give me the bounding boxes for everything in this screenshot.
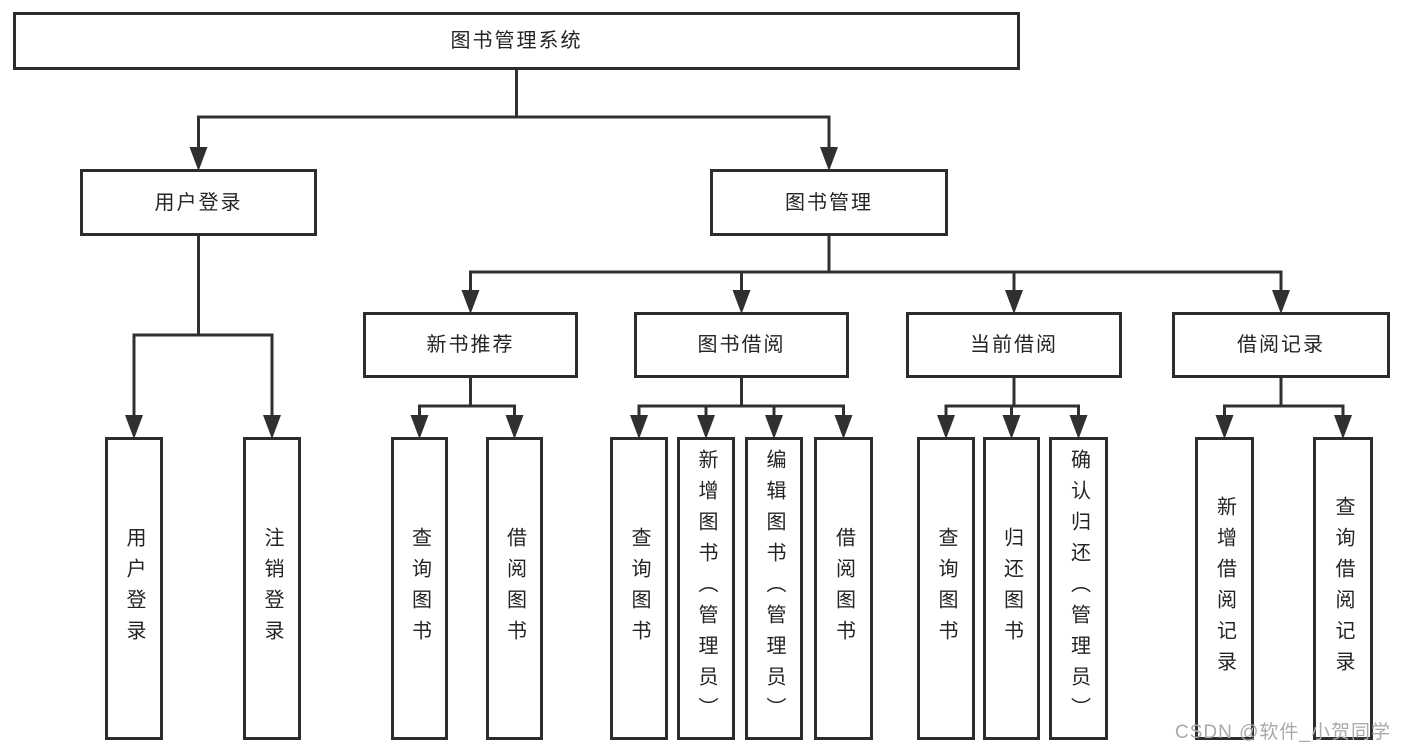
diagram-box-b-query: 查询图书 xyxy=(610,437,668,740)
diagram-box-label: 注销登录 xyxy=(261,526,283,651)
diagram-box-record: 借阅记录 xyxy=(1172,312,1390,378)
diagram-box-label: 查询借阅记录 xyxy=(1332,495,1354,682)
connector-line xyxy=(418,376,516,431)
diagram-box-rec-borrow: 借阅图书 xyxy=(486,437,543,740)
diagram-box-login: 用户登录 xyxy=(80,169,317,236)
diagram-box-r-add: 新增借阅记录 xyxy=(1195,437,1254,740)
diagram-box-label: 新书推荐 xyxy=(426,334,515,356)
diagram-box-c-return: 归还图书 xyxy=(983,437,1040,740)
arrowhead-icon xyxy=(834,415,853,439)
arrowhead-icon xyxy=(1005,290,1023,314)
arrowhead-icon xyxy=(732,290,751,314)
diagram-box-label: 查询图书 xyxy=(408,526,431,651)
diagram-box-b-add: 新增图书（管理员） xyxy=(677,437,735,740)
diagram-box-mgmt: 图书管理 xyxy=(710,169,948,236)
diagram-box-label: 确认归还（管理员） xyxy=(1067,449,1090,728)
arrowhead-icon xyxy=(1215,415,1234,439)
arrowhead-icon xyxy=(1272,290,1290,314)
arrowhead-icon xyxy=(1334,415,1352,439)
diagram-box-c-confirm: 确认归还（管理员） xyxy=(1049,437,1108,740)
arrowhead-icon xyxy=(505,415,524,439)
arrowhead-icon xyxy=(461,290,480,314)
diagram-box-label: 归还图书 xyxy=(1000,526,1023,651)
arrowhead-icon xyxy=(820,147,838,171)
diagram-box-rec: 新书推荐 xyxy=(363,312,578,378)
diagram-box-rec-query: 查询图书 xyxy=(391,437,448,740)
diagram-box-label: 图书管理 xyxy=(785,191,873,214)
arrowhead-icon xyxy=(125,415,143,439)
connector-line xyxy=(637,376,845,431)
watermark: CSDN @软件_小贺同学 xyxy=(1175,722,1391,743)
connector-line xyxy=(132,234,274,431)
diagram-box-label: 借阅图书 xyxy=(503,526,526,651)
connector-line xyxy=(1223,376,1345,431)
connector-line xyxy=(197,68,831,163)
diagram-box-label: 用户登录 xyxy=(123,526,145,651)
diagram-box-label: 图书管理系统 xyxy=(450,30,583,52)
diagram-box-label: 新增借阅记录 xyxy=(1213,495,1236,682)
arrowhead-icon xyxy=(630,415,648,439)
diagram-box-label: 用户登录 xyxy=(154,191,243,214)
diagram-box-label: 图书借阅 xyxy=(697,334,786,356)
arrowhead-icon xyxy=(189,147,208,171)
diagram-box-current: 当前借阅 xyxy=(906,312,1122,378)
arrowhead-icon xyxy=(765,415,783,439)
diagram-box-root: 图书管理系统 xyxy=(13,12,1020,70)
diagram-box-label: 借阅图书 xyxy=(832,526,855,651)
diagram-box-b-borrow: 借阅图书 xyxy=(814,437,873,740)
diagram-box-r-query: 查询借阅记录 xyxy=(1313,437,1373,740)
arrowhead-icon xyxy=(263,415,281,439)
diagram-box-b-edit: 编辑图书（管理员） xyxy=(745,437,803,740)
arrowhead-icon xyxy=(1069,415,1088,439)
diagram-box-borrow: 图书借阅 xyxy=(634,312,849,378)
arrowhead-icon xyxy=(410,415,429,439)
diagram-box-label: 新增图书（管理员） xyxy=(695,449,717,728)
diagram-box-label: 查询图书 xyxy=(628,526,650,651)
arrowhead-icon xyxy=(697,415,715,439)
diagram-box-label: 当前借阅 xyxy=(970,334,1058,356)
diagram-box-c-query: 查询图书 xyxy=(917,437,975,740)
connector-line xyxy=(469,234,1283,306)
arrowhead-icon xyxy=(937,415,955,439)
diagram-box-label: 查询图书 xyxy=(935,526,957,651)
diagram-box-leaf-login: 用户登录 xyxy=(105,437,163,740)
diagram-box-leaf-logout: 注销登录 xyxy=(243,437,301,740)
arrowhead-icon xyxy=(1002,415,1021,439)
diagram-box-label: 借阅记录 xyxy=(1237,334,1325,356)
diagram-box-label: 编辑图书（管理员） xyxy=(763,449,785,728)
